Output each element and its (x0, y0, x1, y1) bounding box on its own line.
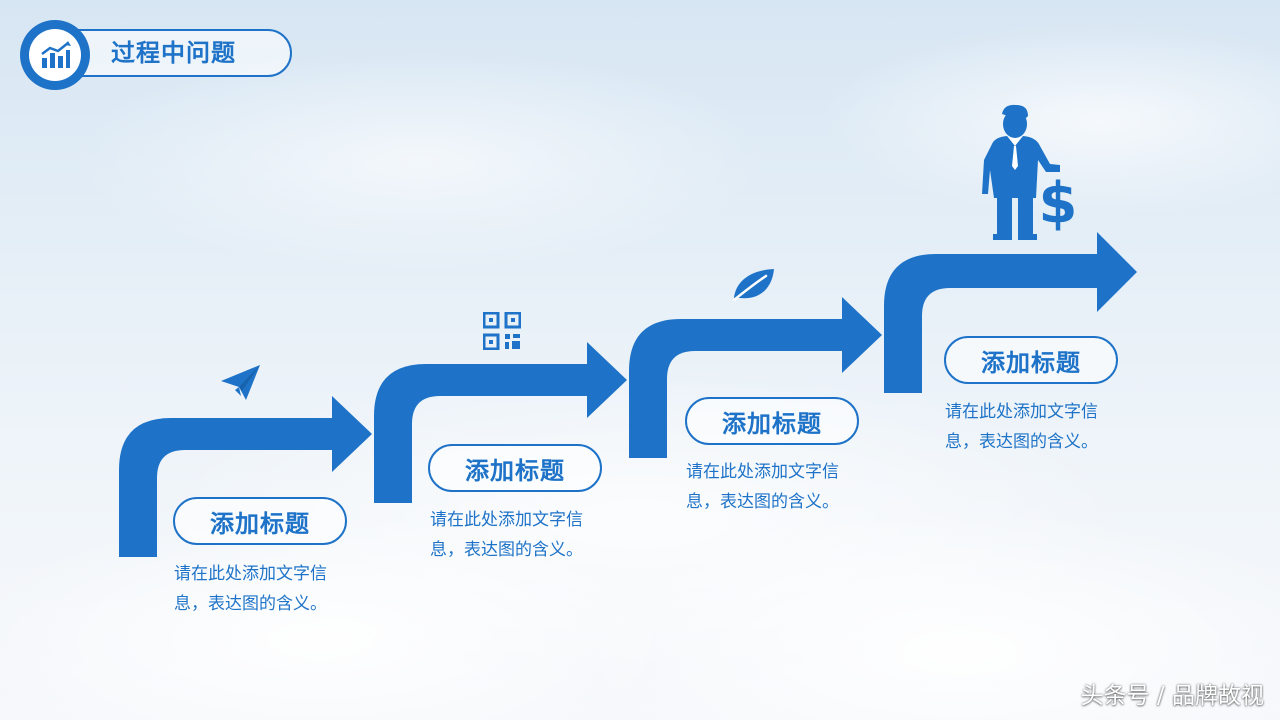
watermark: 头条号 / 品牌故视 (1080, 683, 1264, 709)
step-4-desc-line-2: 息，表达图的含义。 (945, 432, 1098, 452)
step-1-description: 请在此处添加文字信 息，表达图的含义。 (174, 559, 354, 619)
step-3-desc-line-1: 请在此处添加文字信 (686, 462, 839, 482)
bar-chart-icon (41, 41, 71, 68)
step-4-title: 添加标题 (944, 336, 1118, 384)
step-4-description: 请在此处添加文字信 息，表达图的含义。 (945, 397, 1125, 457)
step-2-title: 添加标题 (428, 444, 602, 492)
step-arrow-1 (119, 396, 372, 557)
businessman-dollar-icon: $ (982, 104, 1078, 240)
step-arrow-4 (884, 232, 1137, 393)
step-3-description: 请在此处添加文字信 息，表达图的含义。 (686, 457, 866, 517)
svg-text:$: $ (1039, 171, 1078, 236)
qr-code-icon (483, 312, 521, 350)
step-2-desc-line-1: 请在此处添加文字信 (430, 510, 583, 530)
page-title: 过程中问题 (111, 39, 236, 67)
step-3-title: 添加标题 (685, 397, 859, 445)
step-2-desc-line-2: 息，表达图的含义。 (430, 540, 583, 560)
paper-plane-icon (221, 365, 260, 400)
step-3-desc-line-2: 息，表达图的含义。 (686, 492, 839, 512)
leaf-icon (732, 269, 774, 302)
step-2-description: 请在此处添加文字信 息，表达图的含义。 (430, 505, 610, 565)
step-arrow-3 (629, 297, 882, 458)
step-1-desc-line-2: 息，表达图的含义。 (174, 594, 327, 614)
step-1-desc-line-1: 请在此处添加文字信 (174, 564, 327, 584)
step-1-title: 添加标题 (173, 497, 347, 545)
step-arrow-2 (374, 342, 627, 503)
header-badge (20, 20, 90, 90)
step-4-desc-line-1: 请在此处添加文字信 (945, 402, 1098, 422)
